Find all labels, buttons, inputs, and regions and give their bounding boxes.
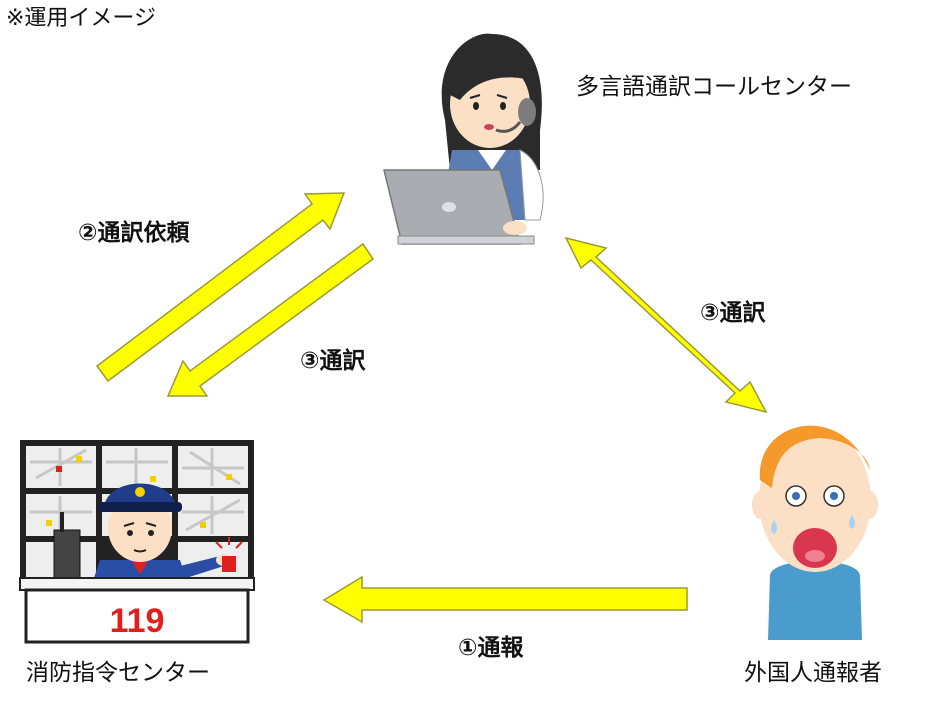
operator-illustration (383, 33, 544, 245)
arrow-center-caller-bidirectional (564, 236, 768, 414)
fire-command-illustration (19, 440, 255, 644)
step-2-request-label: ②通訳依頼 (78, 220, 190, 246)
arrow-fire-to-center (95, 192, 346, 383)
usage-image-note: ※運用イメージ (6, 6, 156, 31)
step-3-interpret-label-left: ③通訳 (300, 348, 366, 374)
fire-command-center-label: 消防指令センター (26, 660, 210, 686)
caller-illustration (752, 425, 878, 640)
console-number: 119 (110, 602, 165, 640)
step-3-interpret-label-right: ③通訳 (700, 300, 766, 326)
step-1-report-label: ①通報 (458, 635, 524, 661)
arrow-center-to-fire (166, 242, 375, 397)
caller-label: 外国人通報者 (744, 660, 882, 686)
arrow-caller-to-fire (322, 575, 688, 624)
call-center-label: 多言語通訳コールセンター (576, 74, 852, 100)
